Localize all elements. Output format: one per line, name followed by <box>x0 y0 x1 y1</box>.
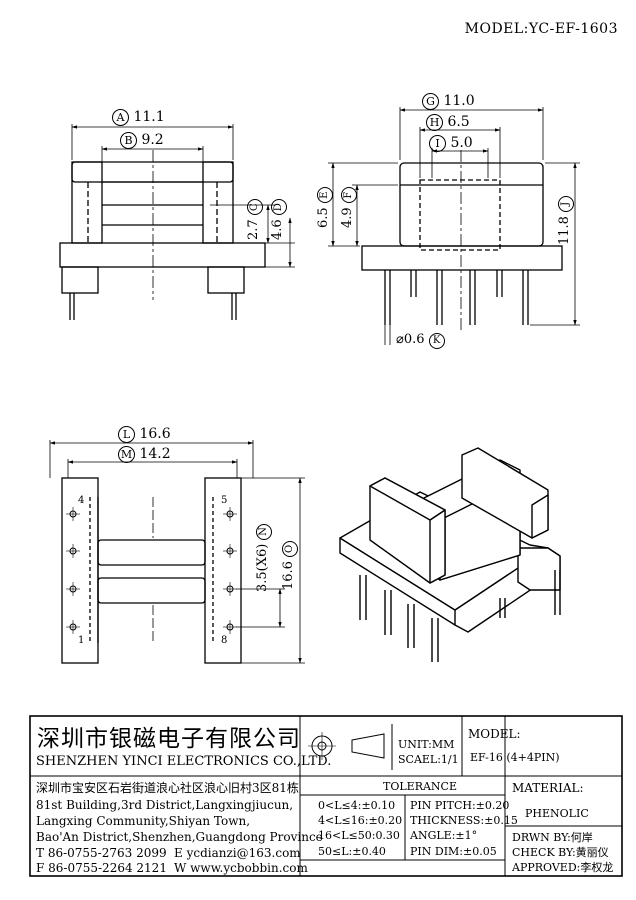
model-label: MODEL: <box>468 727 521 741</box>
dim-e-marker: E <box>317 187 333 204</box>
material-label: MATERIAL: <box>512 781 584 795</box>
dim-n-marker: N <box>256 523 272 540</box>
email: E ycdianzi@163.com <box>174 846 301 860</box>
dim-b-marker: B <box>120 132 137 149</box>
dim-d-value: 4.6 <box>270 219 285 240</box>
address-en-2: Langxing Community,Shiyan Town, <box>36 814 251 828</box>
drawn-by: DRWN BY:何岸 <box>512 831 593 844</box>
tolerance-thickness: THICKNESS:±0.15 <box>410 814 518 827</box>
dim-e-value: 6.5 <box>316 207 331 228</box>
dim-a: A 11.1 <box>112 109 165 126</box>
dim-h-marker: H <box>426 114 443 131</box>
dim-k: ⌀0.6 K <box>396 333 445 349</box>
dim-i: I 5.0 <box>429 135 473 152</box>
dim-i-value: 5.0 <box>450 135 473 151</box>
front-view <box>59 150 266 320</box>
dim-o-value: 16.6 <box>281 561 296 590</box>
tolerance-row-3: 16<L≤50:0.30 <box>318 829 400 842</box>
pin-label-4: 4 <box>78 495 85 506</box>
isometric-view <box>339 447 561 662</box>
scale: SCAEL:1/1 <box>398 753 459 766</box>
dim-l-marker: L <box>118 426 135 443</box>
dim-b: B 9.2 <box>120 132 164 149</box>
dim-j-marker: J <box>558 195 574 212</box>
address-en-1: 81st Building,3rd District,Langxingjiucu… <box>36 798 294 812</box>
dim-d-marker: D <box>271 199 287 216</box>
fax: F 86-0755-2264 2121 <box>36 861 167 875</box>
address-en-3: Bao'An District,Shenzhen,Guangdong Provi… <box>36 830 323 844</box>
dim-a-value: 11.1 <box>133 109 165 125</box>
drawing-model-label: MODEL:YC-EF-1603 <box>464 21 618 37</box>
dim-n-value: 3.5(X6) <box>255 543 270 592</box>
side-view <box>361 150 563 330</box>
dim-l: L 16.6 <box>118 426 171 443</box>
checked-by: CHECK BY:黄丽仪 <box>512 846 609 859</box>
tolerance-angle: ANGLE:±1° <box>410 829 478 842</box>
front-view-dimensions <box>71 124 295 268</box>
approved-by: APPROVED:李权龙 <box>512 861 614 874</box>
dim-i-marker: I <box>429 135 446 152</box>
bottom-view <box>61 477 242 664</box>
dim-f-marker: F <box>341 187 357 204</box>
title-block-frame <box>29 715 623 877</box>
pin-label-8: 8 <box>221 635 228 646</box>
dim-c-value: 2.7 <box>246 219 261 240</box>
dim-d: 4.6 D <box>270 199 287 240</box>
company-name-en: SHENZHEN YINCI ELECTRONICS CO.,LTD. <box>36 754 332 769</box>
dim-n: 3.5(X6) N <box>255 523 272 592</box>
dim-m-value: 14.2 <box>139 446 171 462</box>
dim-b-value: 9.2 <box>141 132 164 148</box>
side-view-dimensions <box>328 107 580 345</box>
dim-j-value: 11.8 <box>557 216 572 245</box>
dim-c-marker: C <box>247 199 263 216</box>
dim-m: M 14.2 <box>118 446 171 463</box>
dim-l-value: 16.6 <box>139 426 171 442</box>
dim-h: H 6.5 <box>426 114 470 131</box>
bottom-view-dimensions <box>49 440 305 664</box>
website: W www.ycbobbin.com <box>174 861 308 875</box>
dim-m-marker: M <box>118 446 135 463</box>
dim-g-value: 11.0 <box>443 93 475 109</box>
tolerance-pin-dim: PIN DIM:±0.05 <box>410 845 497 858</box>
dim-o-marker: O <box>282 540 298 557</box>
tolerance-row-4: 50≤L:±0.40 <box>318 845 386 858</box>
address-cn: 深圳市宝安区石岩街道浪心社区浪心旧村3区81栋 <box>36 781 299 795</box>
dim-e: 6.5 E <box>316 187 333 228</box>
pin-label-5: 5 <box>221 495 228 506</box>
dim-k-value: ⌀0.6 <box>396 332 425 347</box>
dim-j: 11.8 J <box>557 195 574 245</box>
dim-f-value: 4.9 <box>340 207 355 228</box>
dim-g-marker: G <box>422 93 439 110</box>
dim-k-marker: K <box>428 333 445 349</box>
model-value: EF-16 (4+4PIN) <box>470 751 560 764</box>
telephone: T 86-0755-2763 2099 <box>36 846 167 860</box>
dim-h-value: 6.5 <box>447 114 470 130</box>
company-name-cn: 深圳市银磁电子有限公司 <box>37 726 301 752</box>
unit: UNIT:MM <box>398 738 455 751</box>
tolerance-row-2: 4<L≤16:±0.20 <box>318 814 403 827</box>
tolerance-title: TOLERANCE <box>383 780 457 793</box>
dim-g: G 11.0 <box>422 93 475 110</box>
pin-label-1: 1 <box>78 635 85 646</box>
dim-o: 16.6 O <box>281 540 298 590</box>
dim-c: 2.7 C <box>246 199 263 240</box>
dim-f: 4.9 F <box>340 187 357 228</box>
tolerance-pin-pitch: PIN PITCH:±0.20 <box>410 799 510 812</box>
dim-a-marker: A <box>112 109 129 126</box>
material-value: PHENOLIC <box>525 807 589 820</box>
tolerance-row-1: 0<L≤4:±0.10 <box>318 799 396 812</box>
